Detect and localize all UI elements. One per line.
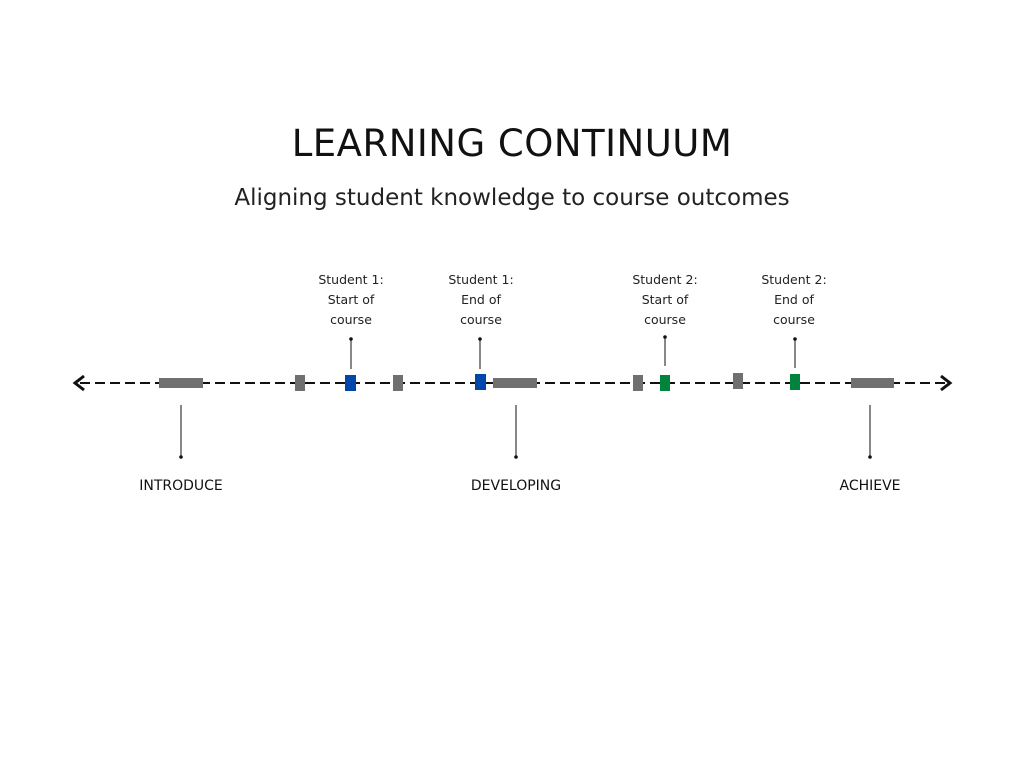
- marker-label-line: Student 2:: [632, 272, 697, 287]
- marker-pointers: [349, 335, 797, 369]
- stage-label-developing: DEVELOPING: [471, 478, 561, 494]
- stage-bar-developing: [493, 378, 537, 388]
- stage-label-introduce: INTRODUCE: [139, 478, 223, 494]
- marker-label-line: End of: [774, 292, 814, 307]
- student2-end-marker: [790, 374, 800, 390]
- left-arrow-icon: [72, 374, 85, 392]
- marker-label-line: Start of: [642, 292, 689, 307]
- student1-end-marker: [475, 374, 486, 390]
- marker-label-line: Student 1:: [448, 272, 513, 287]
- marker-label-line: course: [330, 312, 372, 327]
- student1-start-marker: [345, 375, 356, 391]
- marker-label-line: Student 1:: [318, 272, 383, 287]
- stage-bar-achieve: [851, 378, 894, 388]
- tick-marker: [295, 375, 305, 391]
- tick-marker: [393, 375, 403, 391]
- continuum-line: [72, 374, 953, 392]
- stage-label-achieve: ACHIEVE: [839, 478, 900, 494]
- page-title: LEARNING CONTINUUM: [291, 122, 733, 165]
- marker-label-line: course: [460, 312, 502, 327]
- marker-label-line: Start of: [328, 292, 375, 307]
- stage-bar-introduce: [159, 378, 203, 388]
- marker-label-line: End of: [461, 292, 501, 307]
- tick-marker: [633, 375, 643, 391]
- marker-label-line: Student 2:: [761, 272, 826, 287]
- marker-label-line: course: [644, 312, 686, 327]
- marker-label-line: course: [773, 312, 815, 327]
- stage-pointers: [179, 405, 872, 459]
- right-arrow-icon: [940, 374, 953, 392]
- page-subtitle: Aligning student knowledge to course out…: [234, 185, 790, 211]
- tick-marker: [733, 373, 743, 389]
- student2-start-marker: [660, 375, 670, 391]
